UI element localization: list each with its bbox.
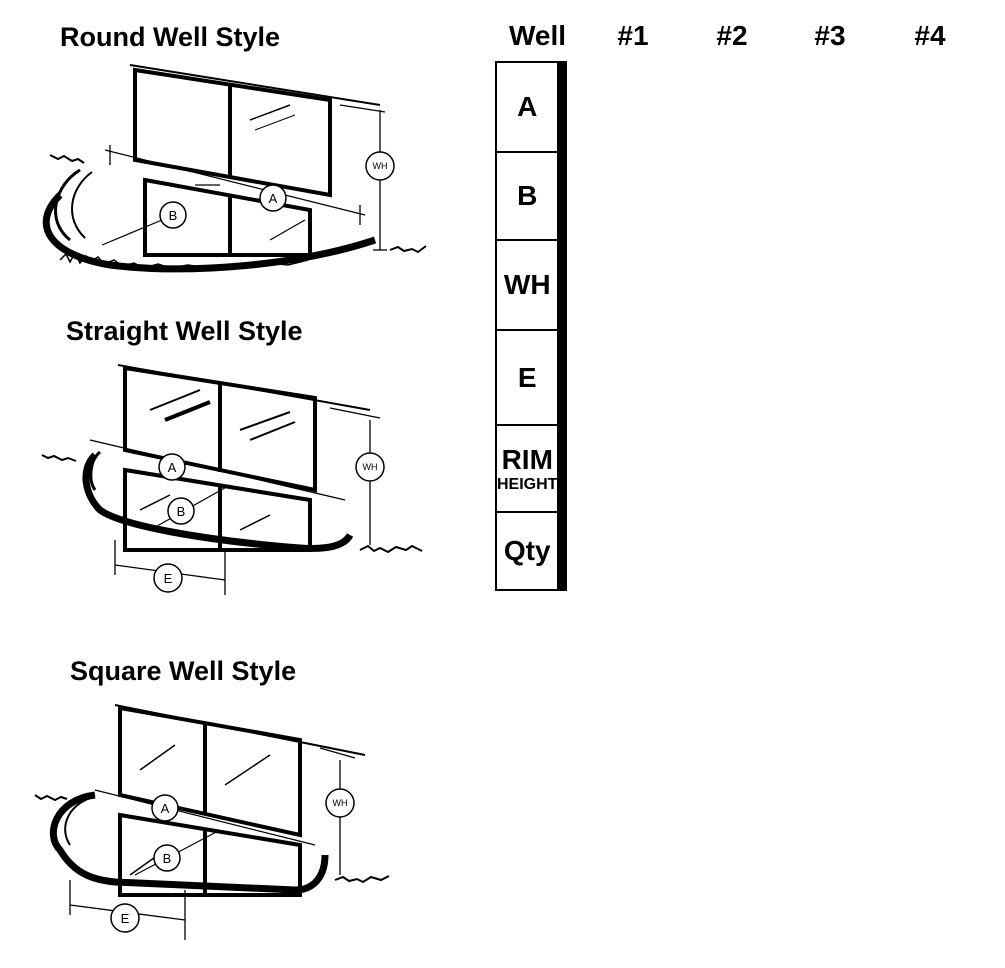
measurement-table: A B WH E RIM HEIGHT Qty xyxy=(494,61,568,591)
dimension-a-marker xyxy=(259,184,287,212)
input-cell-e-1[interactable] xyxy=(557,329,562,426)
input-cell-b-4[interactable] xyxy=(563,151,568,241)
input-cell-a-3[interactable] xyxy=(561,61,566,153)
input-cell-wh-1[interactable] xyxy=(557,239,562,331)
input-cell-rim-2[interactable] xyxy=(559,424,564,513)
dimension-b-label: B xyxy=(177,504,186,519)
input-cell-rim-1[interactable] xyxy=(557,424,562,513)
dimension-b-marker xyxy=(153,844,181,872)
input-cell-qty-4[interactable] xyxy=(563,511,568,591)
input-cell-wh-4[interactable] xyxy=(563,239,568,331)
column-header-well: Well xyxy=(508,20,567,51)
input-cell-rim-3[interactable] xyxy=(561,424,566,513)
input-cell-b-1[interactable] xyxy=(557,151,562,241)
round-well-illustration: A B WH xyxy=(40,60,440,290)
input-cell-e-2[interactable] xyxy=(559,329,564,426)
table-row: WH xyxy=(494,239,568,331)
input-cell-e-3[interactable] xyxy=(561,329,566,426)
dimension-e-marker xyxy=(110,903,140,933)
input-cell-qty-3[interactable] xyxy=(561,511,566,591)
dimension-b-marker xyxy=(167,497,195,525)
table-row: RIM HEIGHT xyxy=(494,424,568,513)
input-cell-b-2[interactable] xyxy=(559,151,564,241)
table-row: B xyxy=(494,151,568,241)
input-cell-b-3[interactable] xyxy=(561,151,566,241)
row-label-wh: WH xyxy=(494,239,560,331)
input-cell-a-4[interactable] xyxy=(563,61,568,153)
straight-well-title: Straight Well Style xyxy=(66,316,303,346)
input-cell-a-2[interactable] xyxy=(559,61,564,153)
column-header-2: #2 xyxy=(716,20,748,51)
dimension-a-marker xyxy=(158,453,186,481)
table-row: E xyxy=(494,329,568,426)
dimension-a-label: A xyxy=(269,191,278,206)
dimension-e-label: E xyxy=(164,571,173,586)
row-label-rim-height: RIM HEIGHT xyxy=(494,424,560,513)
row-label-a: A xyxy=(494,61,560,153)
dimension-b-marker xyxy=(159,201,187,229)
row-label-rim-height-sub: HEIGHT xyxy=(497,475,558,493)
input-cell-wh-3[interactable] xyxy=(561,239,566,331)
round-well-title: Round Well Style xyxy=(60,22,281,52)
row-label-b: B xyxy=(494,151,560,241)
column-header-4: #4 xyxy=(914,20,946,51)
table-row: A xyxy=(494,61,568,153)
dimension-wh-marker xyxy=(365,151,395,181)
dimension-a-marker xyxy=(151,794,179,822)
column-header-1: #1 xyxy=(617,20,649,51)
straight-well-illustration: A B WH E xyxy=(40,360,440,600)
dimension-a-label: A xyxy=(161,801,170,816)
dimension-b-label: B xyxy=(163,851,172,866)
dimension-wh-marker xyxy=(325,788,355,818)
row-label-qty: Qty xyxy=(494,511,560,591)
square-well-title: Square Well Style xyxy=(70,656,297,686)
input-cell-qty-2[interactable] xyxy=(559,511,564,591)
dimension-wh-label: WH xyxy=(363,462,378,472)
column-header-3: #3 xyxy=(814,20,846,51)
dimension-e-label: E xyxy=(121,911,130,926)
dimension-wh-label: WH xyxy=(373,161,388,171)
dimension-a-label: A xyxy=(168,460,177,475)
dimension-b-label: B xyxy=(169,208,178,223)
table-row: Qty xyxy=(494,511,568,591)
input-cell-a-1[interactable] xyxy=(557,61,562,153)
row-label-e: E xyxy=(494,329,560,426)
input-cell-e-4[interactable] xyxy=(563,329,568,426)
dimension-e-marker xyxy=(153,563,183,593)
square-well-illustration: A B WH E xyxy=(34,700,435,945)
input-cell-wh-2[interactable] xyxy=(559,239,564,331)
dimension-wh-marker xyxy=(355,452,385,482)
input-cell-qty-1[interactable] xyxy=(557,511,562,591)
dimension-wh-label: WH xyxy=(333,798,348,808)
input-cell-rim-4[interactable] xyxy=(563,424,568,513)
